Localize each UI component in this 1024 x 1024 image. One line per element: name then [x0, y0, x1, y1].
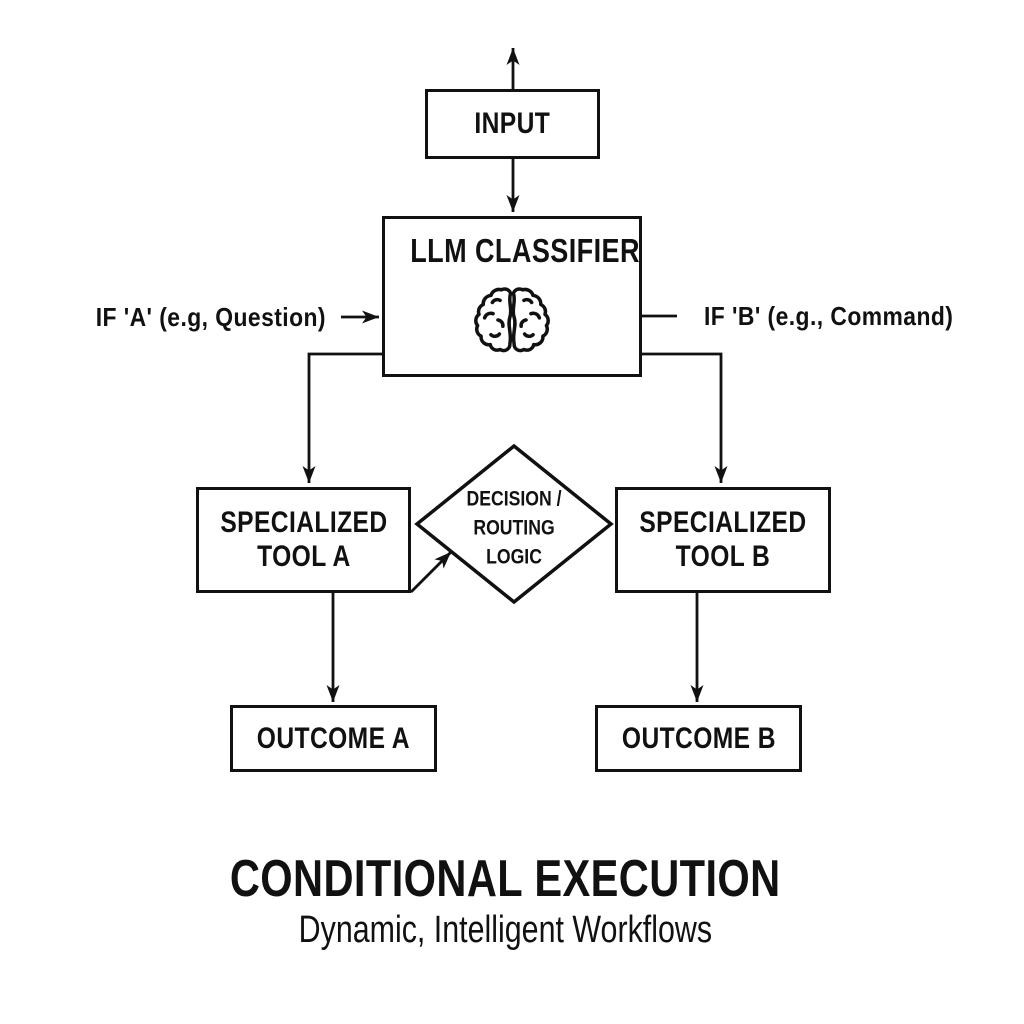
specialized-tool-b-node: SPECIALIZED TOOL B [615, 487, 831, 593]
classifier-to-tool-a-arrow [302, 352, 382, 483]
specialized-tool-b-label: SPECIALIZED TOOL B [639, 506, 807, 573]
outcome-a-node: OUTCOME A [230, 705, 437, 772]
outcome-b-label: OUTCOME B [621, 721, 776, 755]
classifier-to-tool-b-arrow [642, 352, 728, 483]
diagram-subtitle: Dynamic, Intelligent Workflows [298, 909, 712, 951]
brain-icon [472, 284, 552, 357]
input-label: INPUT [474, 107, 551, 140]
diagram-title: CONDITIONAL EXECUTION [229, 850, 781, 908]
llm-classifier-node: LLM CLASSIFIER [382, 216, 642, 377]
decision-routing-logic-label: DECISION / ROUTING LOGIC [466, 487, 562, 569]
specialized-tool-a-node: SPECIALIZED TOOL A [196, 487, 411, 593]
input-node: INPUT [425, 89, 600, 159]
specialized-tool-a-label: SPECIALIZED TOOL A [219, 506, 388, 573]
outcome-a-label: OUTCOME A [256, 721, 411, 755]
if-a-label: IF 'A' (e.g, Question) [95, 302, 327, 332]
tool-a-to-decision-arrow [410, 551, 452, 593]
if-b-label: IF 'B' (e.g., Command) [704, 301, 954, 331]
outcome-b-node: OUTCOME B [595, 705, 802, 772]
llm-classifier-label: LLM CLASSIFIER [410, 232, 640, 269]
